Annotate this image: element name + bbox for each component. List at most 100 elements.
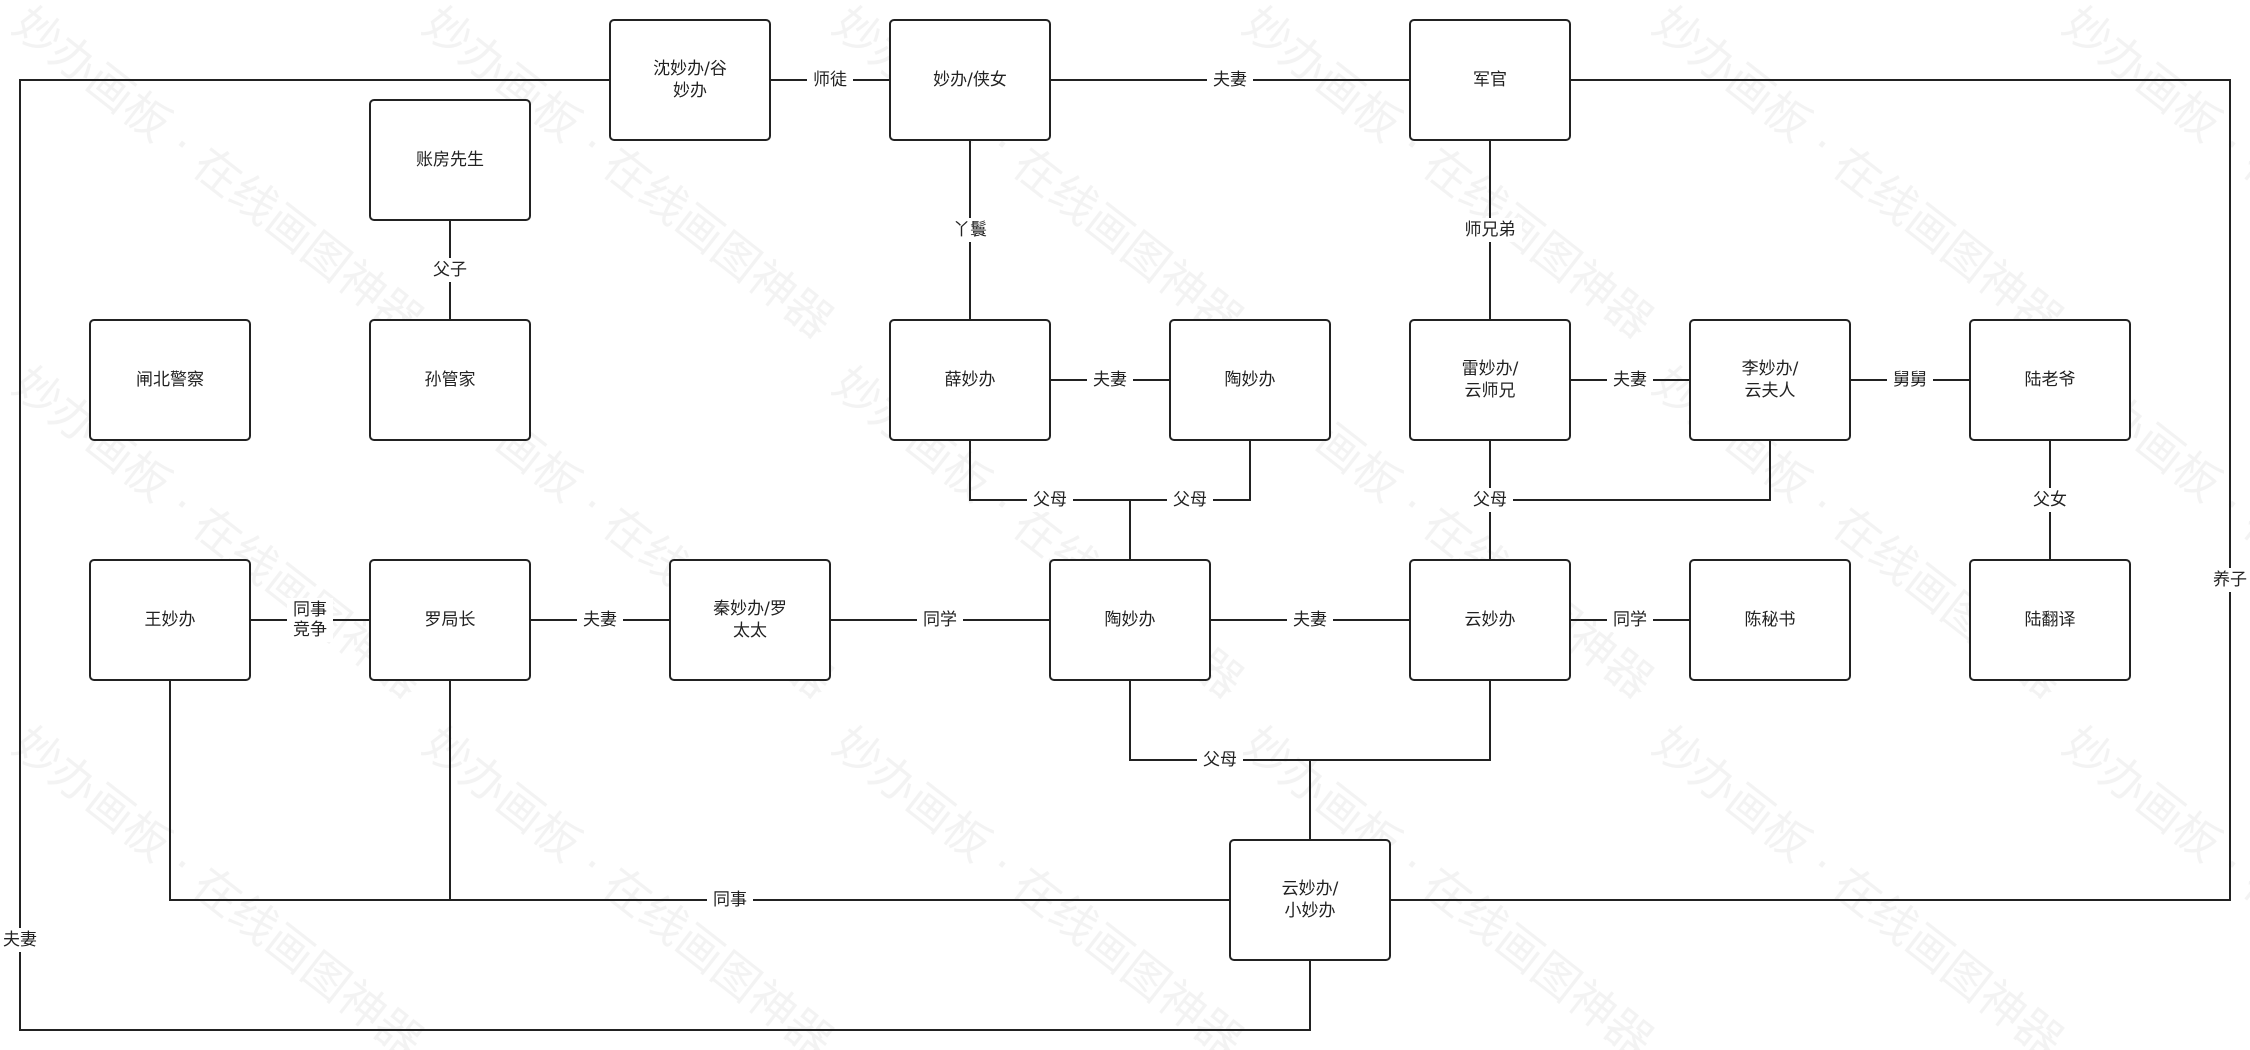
node-label: 云妙办/ <box>1282 879 1339 899</box>
node-label: 小妙办 <box>1285 901 1336 921</box>
node-box <box>89 319 251 441</box>
connector-label: 父女 <box>2027 488 2073 512</box>
node-box <box>1689 559 1851 681</box>
node-box <box>889 319 1051 441</box>
connector-label: 父子 <box>427 258 473 282</box>
person-node-chen[interactable]: 陈秘书 <box>1689 559 1851 681</box>
node-box <box>1969 319 2131 441</box>
node-box <box>1969 559 2131 681</box>
connector-label-text: 养子 <box>2213 570 2247 590</box>
person-node-shen[interactable]: 沈妙办/谷妙办 <box>609 19 771 141</box>
person-node-zhangfang[interactable]: 账房先生 <box>369 99 531 221</box>
person-node-sun[interactable]: 孙管家 <box>369 319 531 441</box>
node-label: 雷妙办/ <box>1462 359 1519 379</box>
person-node-lu-fanyi[interactable]: 陆翻译 <box>1969 559 2131 681</box>
watermark-text: 妙办画板 · 在线画图神器 <box>2053 716 2250 1050</box>
connector-line <box>19 79 1311 1031</box>
person-node-tao1[interactable]: 陶妙办 <box>1169 319 1331 441</box>
watermark-text: 妙办画板 · 在线画图神器 <box>3 716 433 1050</box>
person-node-miao-xia[interactable]: 妙办/侠女 <box>889 19 1051 141</box>
person-node-tao2[interactable]: 陶妙办 <box>1049 559 1211 681</box>
node-layer: 沈妙办/谷妙办妙办/侠女军官账房先生闸北警察孙管家薛妙办陶妙办雷妙办/云师兄李妙… <box>89 19 2131 961</box>
connector-label: 师徒 <box>807 68 853 92</box>
connector-label: 夫妻 <box>1207 68 1253 92</box>
person-node-lei[interactable]: 雷妙办/云师兄 <box>1409 319 1571 441</box>
connector-label: 同学 <box>1607 608 1653 632</box>
connector-label-text: 同学 <box>1613 610 1647 630</box>
connector-label-text: 夫妻 <box>3 930 37 950</box>
person-node-junguan[interactable]: 军官 <box>1409 19 1571 141</box>
connector-label-text: 父母 <box>1173 490 1207 510</box>
connector-label-text: 父母 <box>1203 750 1237 770</box>
connector-label: 同事 <box>707 888 753 912</box>
node-box <box>669 559 831 681</box>
node-label: 罗局长 <box>425 610 476 630</box>
node-box <box>1229 839 1391 961</box>
connector-label-text: 夫妻 <box>583 610 617 630</box>
node-label: 陶妙办 <box>1225 370 1276 390</box>
node-label: 军官 <box>1473 70 1507 90</box>
node-box <box>369 559 531 681</box>
node-box <box>369 99 531 221</box>
watermark-text: 妙办画板 · 在线画图神器 <box>1643 716 2073 1050</box>
person-node-luo[interactable]: 罗局长 <box>369 559 531 681</box>
connector-label: 舅舅 <box>1887 368 1933 392</box>
watermark-text: 妙办画板 · 在线画图神器 <box>413 716 843 1050</box>
node-box <box>1689 319 1851 441</box>
watermark-text: 妙办画板 · 在线画图神器 <box>823 716 1253 1050</box>
connector-label-text: 舅舅 <box>1893 370 1927 390</box>
node-box <box>889 19 1051 141</box>
node-label: 妙办/侠女 <box>933 70 1007 90</box>
connector-label: 父母 <box>1167 488 1213 512</box>
person-node-li[interactable]: 李妙办/云夫人 <box>1689 319 1851 441</box>
node-label: 陆老爷 <box>2025 370 2076 390</box>
connector-line <box>1310 680 1491 761</box>
person-node-wang[interactable]: 王妙办 <box>89 559 251 681</box>
node-label: 李妙办/ <box>1742 359 1799 379</box>
node-label: 陈秘书 <box>1745 610 1796 630</box>
connector-label: 父母 <box>1197 748 1243 772</box>
node-box <box>609 19 771 141</box>
person-node-lu-laoye[interactable]: 陆老爷 <box>1969 319 2131 441</box>
connector-label-text: 竞争 <box>293 620 327 640</box>
node-label: 王妙办 <box>145 610 196 630</box>
person-node-yun[interactable]: 云妙办 <box>1409 559 1571 681</box>
connector-label-text: 父女 <box>2033 490 2067 510</box>
node-box <box>369 319 531 441</box>
connector-label-text: 师兄弟 <box>1465 220 1516 240</box>
node-label: 太太 <box>733 621 767 641</box>
watermark-text: 妙办画板 · 在线画图神器 <box>1643 0 2073 349</box>
person-node-yun-xiao[interactable]: 云妙办/小妙办 <box>1229 839 1391 961</box>
connector-label: 养子 <box>2207 568 2250 592</box>
connector-label-text: 同事 <box>293 600 327 620</box>
node-label: 陆翻译 <box>2025 610 2076 630</box>
watermark-text: 妙办画板 · 在线画图神器 <box>3 0 433 349</box>
connector-label-text: 丫鬟 <box>953 220 987 240</box>
connector-label-text: 父母 <box>1033 490 1067 510</box>
person-node-zhabei[interactable]: 闸北警察 <box>89 319 251 441</box>
node-label: 云夫人 <box>1745 381 1796 401</box>
connector-label: 夫妻 <box>1087 368 1133 392</box>
node-box <box>1409 559 1571 681</box>
connector-label-text: 父母 <box>1473 490 1507 510</box>
node-label: 陶妙办 <box>1105 610 1156 630</box>
node-label: 云师兄 <box>1465 381 1516 401</box>
node-label: 沈妙办/谷 <box>653 59 727 79</box>
node-label: 闸北警察 <box>136 370 204 390</box>
connector-label: 夫妻 <box>1287 608 1333 632</box>
connector-label: 夫妻 <box>0 928 43 952</box>
connector-label-text: 夫妻 <box>1213 70 1247 90</box>
person-node-qin[interactable]: 秦妙办/罗太太 <box>669 559 831 681</box>
connector-label: 父母 <box>1467 488 1513 512</box>
connector-line <box>169 680 1230 901</box>
node-label: 云妙办 <box>1465 610 1516 630</box>
person-node-xue[interactable]: 薛妙办 <box>889 319 1051 441</box>
connector-label-text: 夫妻 <box>1093 370 1127 390</box>
connector-label-text: 夫妻 <box>1613 370 1647 390</box>
node-box <box>1409 319 1571 441</box>
connector-label: 夫妻 <box>577 608 623 632</box>
connector-label-text: 同事 <box>713 890 747 910</box>
node-label: 秦妙办/罗 <box>713 599 787 619</box>
